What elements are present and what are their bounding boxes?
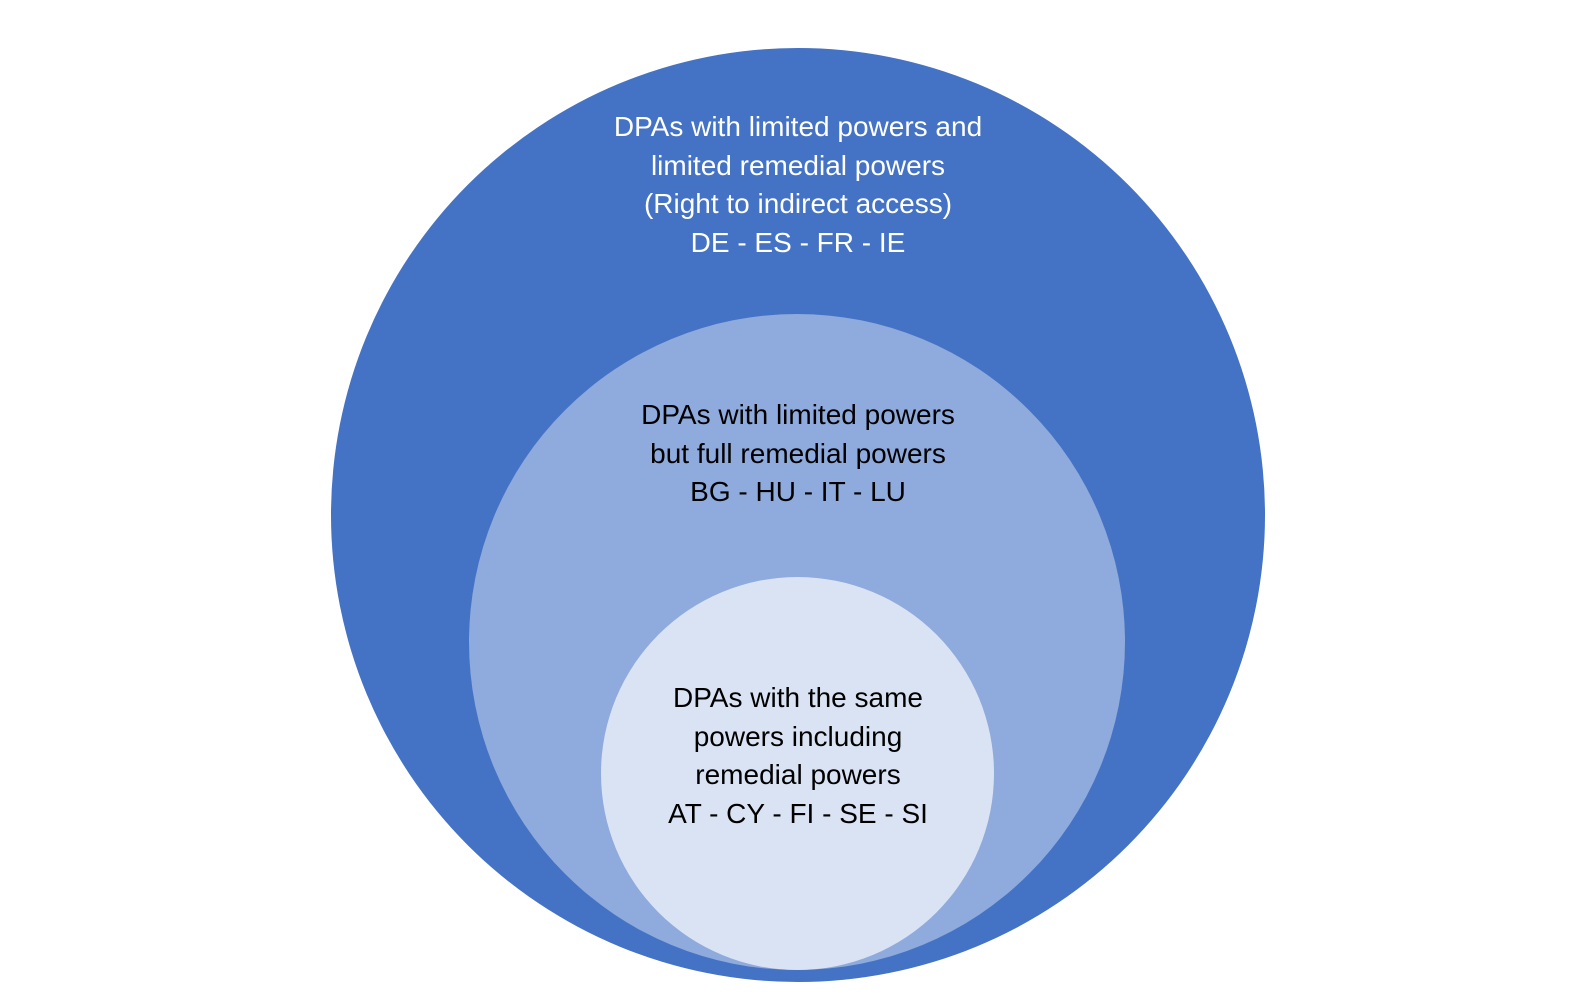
middle-label-line-2: but full remedial powers — [650, 437, 946, 469]
middle-label-countries: BG - HU - IT - LU — [690, 476, 906, 507]
inner-circle — [601, 577, 994, 970]
inner-label-line-2: powers including — [693, 720, 903, 752]
middle-label-line-1: DPAs with limited powers — [641, 399, 955, 430]
inner-label-line-1: DPAs with the same — [672, 682, 924, 713]
outer-label-line-2: limited remedial powers — [650, 149, 946, 181]
outer-label-line-1: DPAs with limited powers and — [613, 111, 983, 142]
middle-circle-label: DPAs with limited powers but full remedi… — [498, 396, 1098, 512]
inner-label-countries: AT - CY - FI - SE - SI — [668, 797, 928, 829]
outer-circle-label: DPAs with limited powers and limited rem… — [498, 108, 1098, 262]
inner-circle-label: DPAs with the same powers including reme… — [598, 679, 998, 833]
inner-label-line-3: remedial powers — [695, 759, 901, 790]
outer-label-line-3: (Right to indirect access) — [643, 188, 953, 219]
outer-label-countries: DE - ES - FR - IE — [690, 226, 906, 258]
